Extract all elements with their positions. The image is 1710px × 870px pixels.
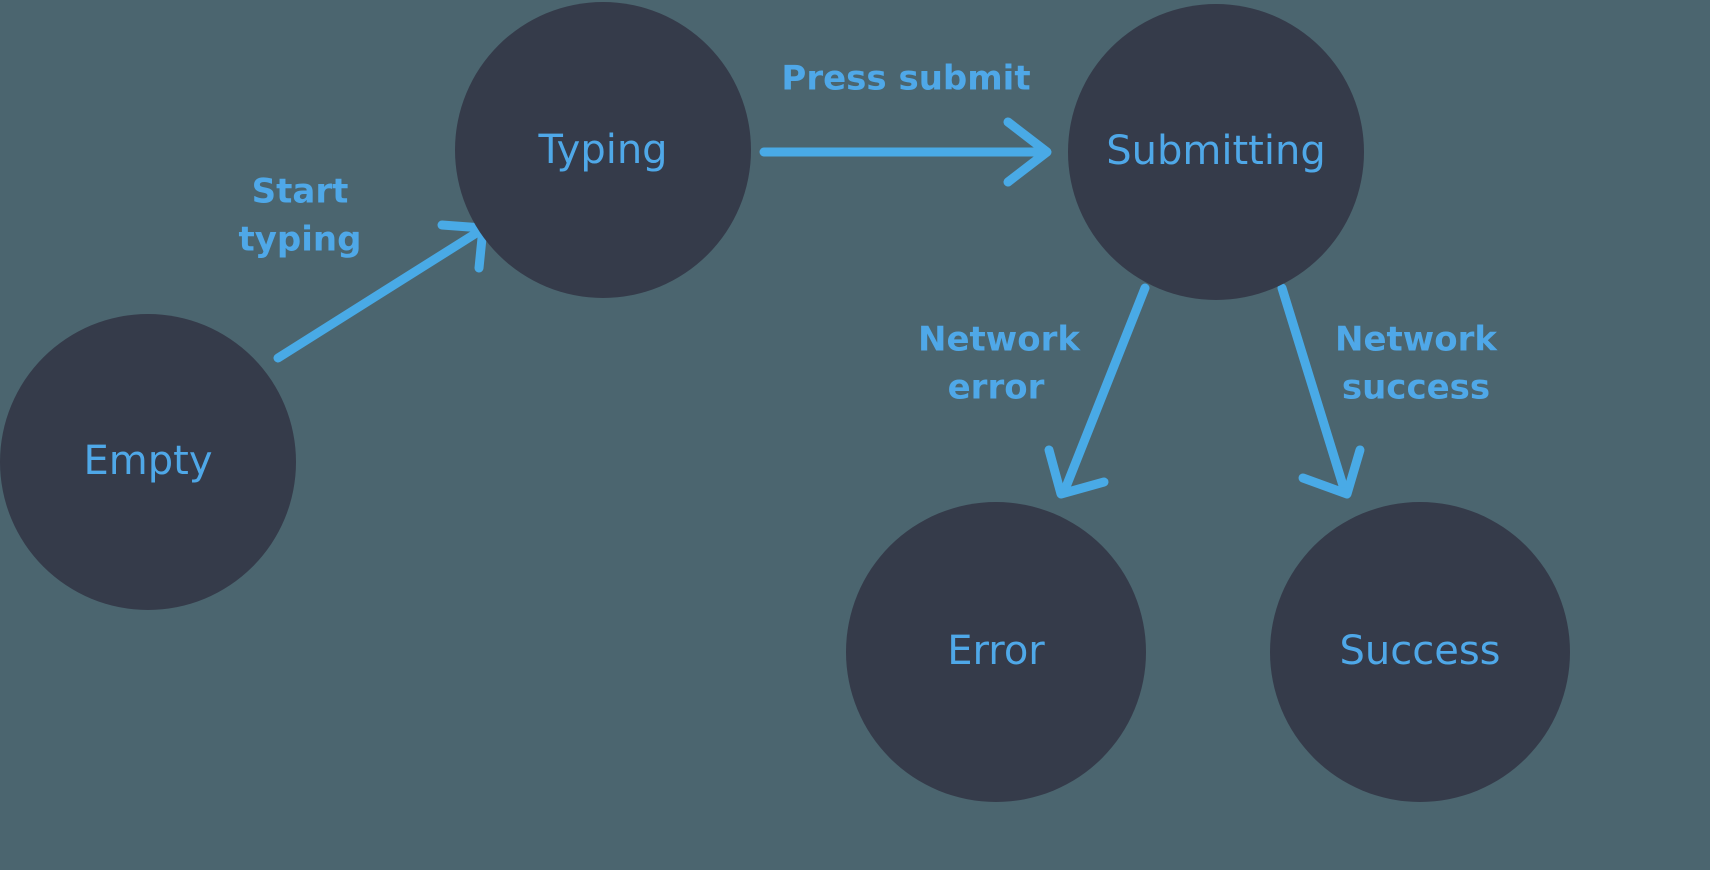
network-error-label-line2: error	[948, 368, 1045, 408]
press-submit-label-line1: Press submit	[781, 59, 1030, 99]
start-typing-label-line1: Start	[252, 172, 349, 212]
network-error-arrow-head	[1044, 445, 1109, 499]
network-success-label-line2: success	[1342, 368, 1490, 408]
network-error-arrow-shaft	[1059, 283, 1150, 497]
start-typing-label-line2: typing	[239, 220, 362, 260]
transition-label-start-typing: Start typing	[239, 172, 362, 260]
state-node-typing[interactable]: Typing	[455, 2, 751, 298]
transition-label-network-success: Network success	[1335, 320, 1498, 408]
state-node-empty[interactable]: Empty	[0, 314, 296, 610]
network-success-label-line1: Network	[1335, 320, 1498, 360]
state-node-success[interactable]: Success	[1270, 502, 1570, 802]
state-circle-success[interactable]	[1270, 502, 1570, 802]
state-label-error: Error	[947, 628, 1045, 674]
transition-network-error	[1044, 283, 1150, 499]
state-node-error[interactable]: Error	[846, 502, 1146, 802]
transition-press-submit	[759, 117, 1052, 187]
transition-network-success	[1277, 283, 1365, 499]
state-circle-empty[interactable]	[0, 314, 296, 610]
state-label-success: Success	[1339, 628, 1500, 674]
state-circle-typing[interactable]	[455, 2, 751, 298]
start-typing-arrow-shaft	[273, 227, 483, 363]
state-node-submitting[interactable]: Submitting	[1068, 4, 1364, 300]
press-submit-arrow-head	[1003, 117, 1052, 187]
state-circle-submitting[interactable]	[1068, 4, 1364, 300]
state-label-submitting: Submitting	[1106, 128, 1325, 174]
network-success-arrow-shaft	[1277, 283, 1350, 497]
state-circle-error[interactable]	[846, 502, 1146, 802]
transition-label-network-error: Network error	[918, 320, 1081, 408]
state-label-typing: Typing	[537, 127, 667, 173]
network-success-arrow-head	[1298, 445, 1365, 499]
transition-label-press-submit: Press submit	[781, 59, 1030, 99]
network-error-label-line1: Network	[918, 320, 1081, 360]
state-label-empty: Empty	[84, 438, 213, 484]
